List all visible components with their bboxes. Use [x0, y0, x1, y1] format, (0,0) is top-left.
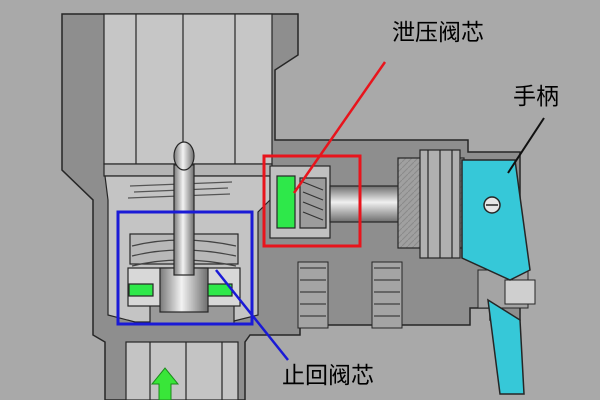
- relief-valve-internals: [269, 149, 465, 259]
- handle-lever: [461, 159, 531, 395]
- handle-leader: [507, 117, 545, 174]
- check-valve-leader: [215, 269, 289, 361]
- up-arrow-icon: [150, 367, 180, 400]
- lower-threads: [297, 261, 536, 329]
- bottom-inlet: [125, 341, 239, 400]
- relief-valve-highlight-box: [262, 154, 362, 248]
- relief-valve-leader: [292, 61, 387, 194]
- check-valve-internals: [127, 141, 241, 313]
- relief-valve-callout: 泄压阀芯: [392, 20, 484, 46]
- check-valve-highlight-box: [116, 210, 254, 326]
- handle-callout: 手柄: [513, 84, 559, 110]
- check-valve-callout: 止回阀芯: [282, 363, 374, 389]
